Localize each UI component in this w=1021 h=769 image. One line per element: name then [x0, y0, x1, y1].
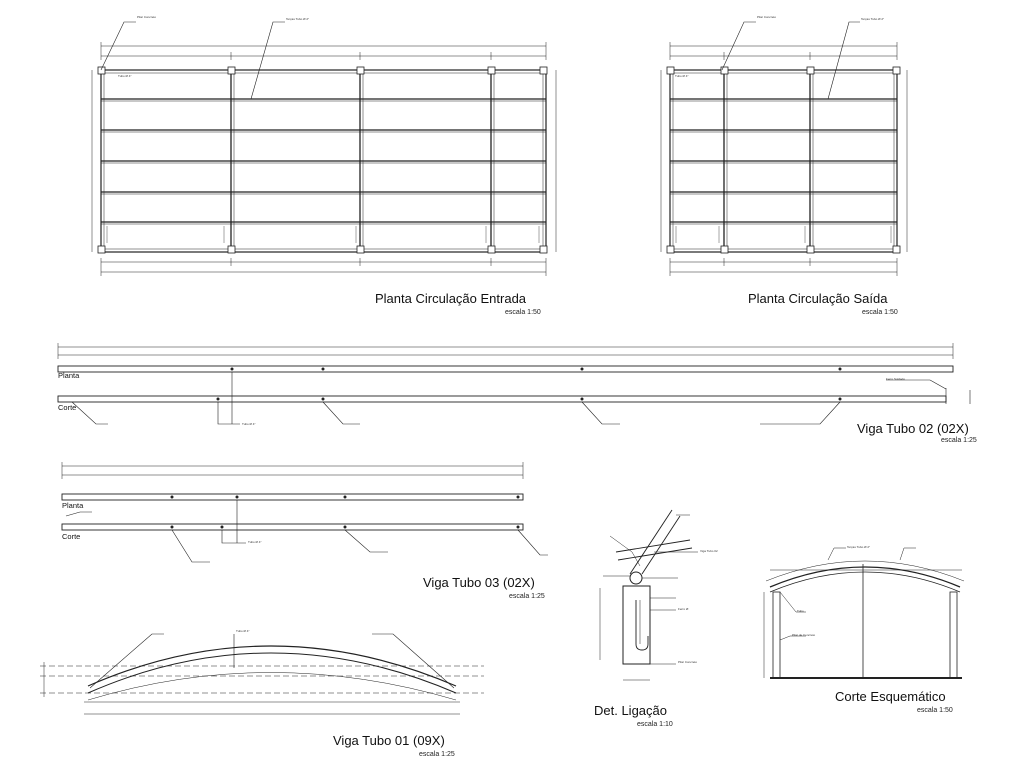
label-planta-tubo-02: Planta: [58, 371, 80, 380]
scale-viga-tubo-03: escala 1:25: [509, 593, 545, 600]
callout-pilar-det: Pilar Concreto: [678, 660, 698, 664]
title-viga-tubo-01: Viga Tubo 01 (09X): [333, 733, 445, 748]
scale-planta-entrada: escala 1:50: [505, 309, 541, 316]
callout-viga-tubo-02-det: Viga Tubo 02: [700, 549, 718, 553]
beam-tubo-03: [61, 462, 548, 563]
callout-tercas-corte: Terças Tubo Ø 2": [847, 545, 871, 549]
callout-ferro-soldado: Ferro Soldado: [886, 377, 906, 381]
callout-tercas-saida: Terças Tubo Ø 2": [861, 17, 885, 21]
callout-tubo4-saida: Tubo Ø 4": [675, 74, 689, 78]
callout-tubo-viga-02: Tubo Ø 4": [242, 422, 256, 426]
title-planta-saida: Planta Circulação Saída: [748, 291, 888, 306]
plan-entrada: [91, 21, 557, 276]
label-planta-tubo-03: Planta: [62, 501, 84, 510]
callout-tubo-viga-01: Tubo Ø 4": [236, 629, 250, 633]
scale-viga-tubo-01: escala 1:25: [419, 751, 455, 758]
callout-tubo4-entrada: Tubo Ø 4": [118, 74, 132, 78]
title-planta-entrada: Planta Circulação Entrada: [375, 291, 527, 306]
label-corte-tubo-03: Corte: [62, 532, 81, 541]
callout-pilar-corte: Pilar de Concreto: [792, 633, 816, 637]
title-corte-esquematico: Corte Esquemático: [835, 689, 946, 704]
scale-planta-saida: escala 1:50: [862, 309, 898, 316]
callout-tercas-entrada: Terças Tubo Ø 2": [286, 17, 310, 21]
callout-ferro-det: Ferro Ø: [678, 607, 689, 611]
label-corte-tubo-02: Corte: [58, 403, 77, 412]
plan-saida: [660, 21, 908, 276]
title-det-ligacao: Det. Ligação: [594, 703, 667, 718]
callout-tubo-viga-03: Tubo Ø 4": [248, 540, 262, 544]
beam-tubo-02: [57, 343, 971, 425]
detail-connection: [599, 509, 698, 681]
callout-pilar-saida: Pilar Concreto: [757, 15, 777, 19]
title-viga-tubo-02: Viga Tubo 02 (02X): [857, 421, 969, 436]
scale-det-ligacao: escala 1:10: [637, 721, 673, 728]
callout-pilar-entrada: Pilar Concreto: [137, 15, 157, 19]
scale-corte-esquematico: escala 1:50: [917, 707, 953, 714]
callout-tubo-corte: Tubo: [797, 609, 804, 613]
title-viga-tubo-03: Viga Tubo 03 (02X): [423, 575, 535, 590]
beam-tubo-01: [40, 633, 484, 715]
scale-viga-tubo-02: escala 1:25: [941, 437, 977, 444]
schematic-section: [763, 547, 965, 679]
